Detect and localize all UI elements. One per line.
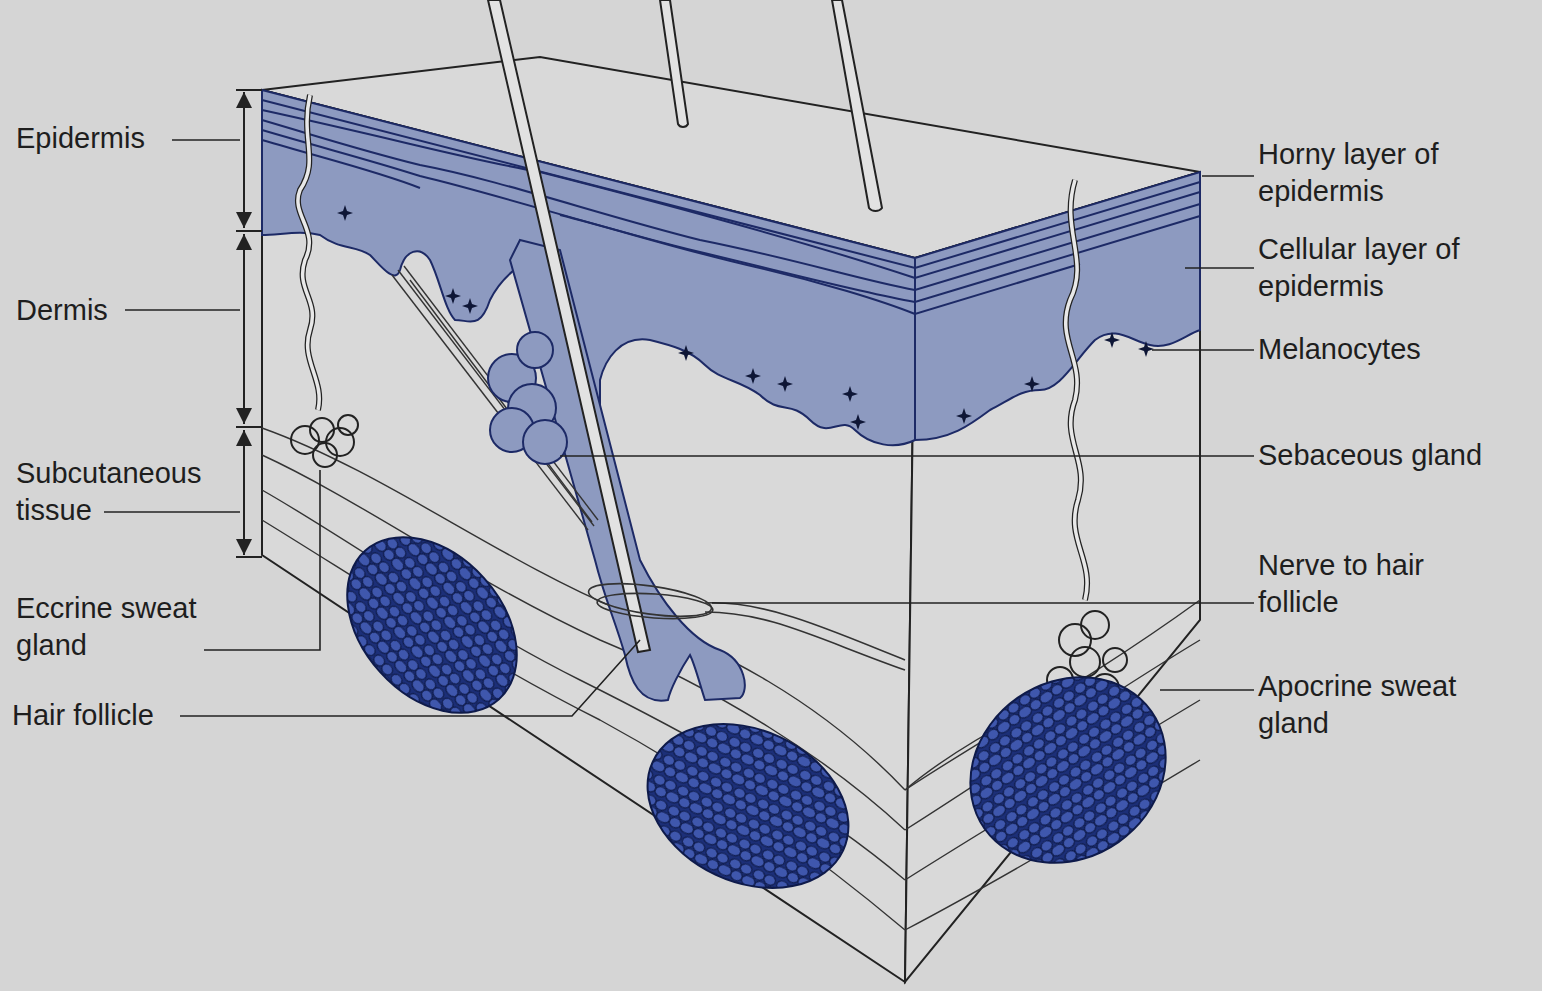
leader-lines bbox=[104, 140, 1254, 716]
hair-follicle bbox=[510, 240, 745, 701]
epidermis-right bbox=[915, 172, 1200, 440]
part-label: Sebaceous gland bbox=[1258, 437, 1542, 474]
part-label: Epidermis bbox=[16, 120, 216, 157]
horny-layer-lines bbox=[262, 100, 1200, 314]
part-label: Eccrine sweat gland bbox=[16, 590, 216, 664]
part-label: Hair follicle bbox=[12, 697, 212, 734]
sweat-duct bbox=[298, 95, 1087, 600]
nerve bbox=[587, 578, 905, 670]
part-label: Cellular layer of epidermis bbox=[1258, 231, 1498, 305]
part-label: Subcutaneous tissue bbox=[16, 455, 241, 529]
sweat-duct-core bbox=[298, 95, 1087, 600]
part-label: Horny layer of epidermis bbox=[1258, 136, 1488, 210]
part-label: Dermis bbox=[16, 292, 176, 329]
part-label: Melanocytes bbox=[1258, 331, 1498, 368]
hair-shaft bbox=[488, 0, 882, 652]
gland-cluster bbox=[313, 504, 1202, 919]
part-label: Apocrine sweat gland bbox=[1258, 668, 1478, 742]
sebaceous-gland bbox=[488, 332, 567, 464]
dimension-arrows bbox=[236, 90, 262, 557]
part-label: Nerve to hair follicle bbox=[1258, 547, 1458, 621]
melanocyte-marks bbox=[337, 205, 1154, 430]
